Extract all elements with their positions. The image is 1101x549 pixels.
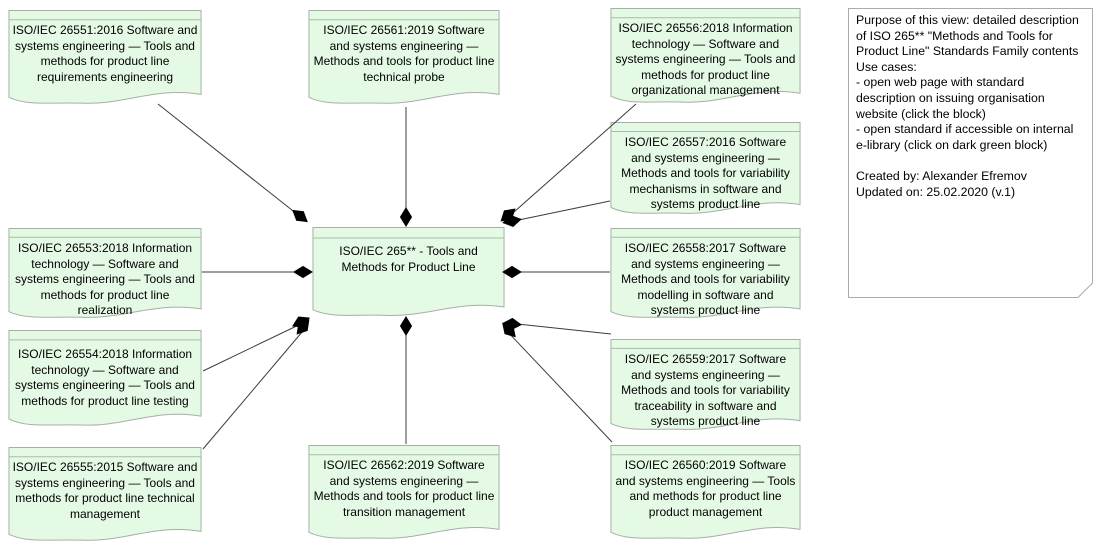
standard-box-26561[interactable]: ISO/IEC 26561:2019 Software and systems … xyxy=(308,10,500,107)
document-shape xyxy=(610,228,801,321)
document-outline xyxy=(611,8,800,102)
standard-box-26560[interactable]: ISO/IEC 26560:2019 Software and systems … xyxy=(610,445,801,542)
standard-box-26556[interactable]: ISO/IEC 26556:2018 Information technolog… xyxy=(610,8,801,106)
standard-box-26557[interactable]: ISO/IEC 26557:2016 Software and systems … xyxy=(610,122,801,217)
document-shape xyxy=(308,445,500,542)
aggregation-diamond-26560 xyxy=(502,322,516,338)
standard-box-label: ISO/IEC 26559:2017 Software and systems … xyxy=(621,352,790,428)
connector-26559 xyxy=(507,322,612,335)
aggregation-diamond-26554 xyxy=(292,316,310,328)
document-shape xyxy=(8,228,202,321)
standard-box-26558[interactable]: ISO/IEC 26558:2017 Software and systems … xyxy=(610,228,801,321)
document-outline xyxy=(9,228,201,317)
document-shape xyxy=(8,447,202,544)
document-shape xyxy=(610,339,801,433)
connector-26560 xyxy=(504,328,613,443)
standard-box-label: ISO/IEC 26557:2016 Software and systems … xyxy=(621,135,790,211)
document-outline xyxy=(9,447,201,540)
connector-26555 xyxy=(202,324,309,450)
document-outline xyxy=(611,228,800,317)
note-shape xyxy=(848,8,1093,298)
standard-box-26554[interactable]: ISO/IEC 26554:2018 Information technolog… xyxy=(8,330,202,429)
document-shape xyxy=(610,445,801,542)
connector-26551 xyxy=(157,103,308,223)
standard-box-label: ISO/IEC 26554:2018 Information technolog… xyxy=(15,347,195,408)
aggregation-diamond-26558 xyxy=(502,265,522,279)
aggregation-diamond-26551 xyxy=(292,209,308,223)
document-outline xyxy=(313,227,504,315)
document-outline xyxy=(611,445,800,538)
connector-26554 xyxy=(202,320,308,372)
document-outline xyxy=(9,10,201,103)
document-outline xyxy=(309,445,499,538)
aggregation-diamond-26562 xyxy=(399,316,413,336)
standard-box-label: ISO/IEC 26551:2016 Software and systems … xyxy=(12,23,198,84)
document-shape xyxy=(8,330,202,429)
standard-box-label: ISO/IEC 26560:2019 Software and systems … xyxy=(615,458,796,519)
standard-box-label: ISO/IEC 26555:2015 Software and systems … xyxy=(12,460,198,521)
standard-box-label: ISO/IEC 26561:2019 Software and systems … xyxy=(313,23,495,84)
aggregation-diamond-26555 xyxy=(296,319,310,335)
standard-box-label: ISO/IEC 26553:2018 Information technolog… xyxy=(15,241,195,317)
document-shape xyxy=(610,8,801,106)
standard-box-label: ISO/IEC 26556:2018 Information technolog… xyxy=(615,21,796,97)
standard-box-26551[interactable]: ISO/IEC 26551:2016 Software and systems … xyxy=(8,10,202,107)
connector-26557 xyxy=(508,200,611,223)
standard-box-26555[interactable]: ISO/IEC 26555:2015 Software and systems … xyxy=(8,447,202,544)
note-panel: Purpose of this view: detailed descripti… xyxy=(848,8,1093,298)
document-outline xyxy=(611,339,800,429)
document-shape xyxy=(308,10,500,107)
document-outline xyxy=(9,330,201,425)
aggregation-diamond-26559 xyxy=(502,317,522,331)
document-shape xyxy=(8,10,202,107)
standard-box-label: ISO/IEC 26558:2017 Software and systems … xyxy=(621,241,790,317)
document-outline xyxy=(309,10,499,103)
note-text: Purpose of this view: detailed descripti… xyxy=(856,13,1079,199)
standard-box-label: ISO/IEC 26562:2019 Software and systems … xyxy=(313,458,495,519)
aggregation-diamond-26561 xyxy=(399,207,413,227)
note-outline xyxy=(849,9,1093,298)
center-box[interactable]: ISO/IEC 265** - Tools and Methods for Pr… xyxy=(312,227,505,319)
standard-box-26562[interactable]: ISO/IEC 26562:2019 Software and systems … xyxy=(308,445,500,542)
standard-box-26559[interactable]: ISO/IEC 26559:2017 Software and systems … xyxy=(610,339,801,433)
aggregation-diamond-26553 xyxy=(293,265,313,279)
aggregation-diamond-26556 xyxy=(500,208,516,222)
aggregation-diamond-26557 xyxy=(502,215,522,227)
document-shape xyxy=(312,227,505,319)
standard-box-26553[interactable]: ISO/IEC 26553:2018 Information technolog… xyxy=(8,228,202,321)
center-box-label: ISO/IEC 265** - Tools and Methods for Pr… xyxy=(339,244,478,274)
